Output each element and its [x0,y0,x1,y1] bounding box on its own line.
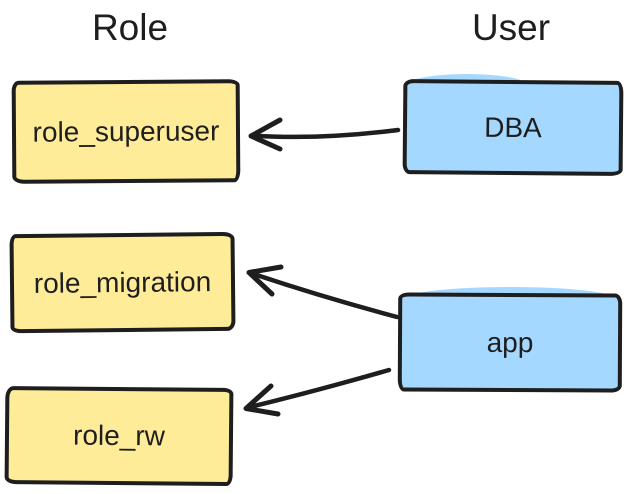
user-column-title: User [471,7,551,48]
arrow-dba-to-role-superuser [248,117,401,152]
arrow-app-to-role-migration [246,264,400,320]
node-role-superuser: role_superuser [11,79,241,184]
node-user-app: app [397,292,623,393]
node-user-dba: DBA [402,79,624,176]
node-user-dba-label: DBA [484,111,542,143]
node-role-superuser-label: role_superuser [32,114,220,148]
node-role-migration-label: role_migration [33,265,212,299]
node-role-migration: role_migration [9,231,236,334]
arrow-app-to-role-rw [243,367,392,417]
node-role-rw-label: role_rw [72,419,166,452]
node-role-rw: role_rw [4,386,234,486]
role-column-title: Role [91,7,169,48]
node-user-app-label: app [486,326,534,358]
